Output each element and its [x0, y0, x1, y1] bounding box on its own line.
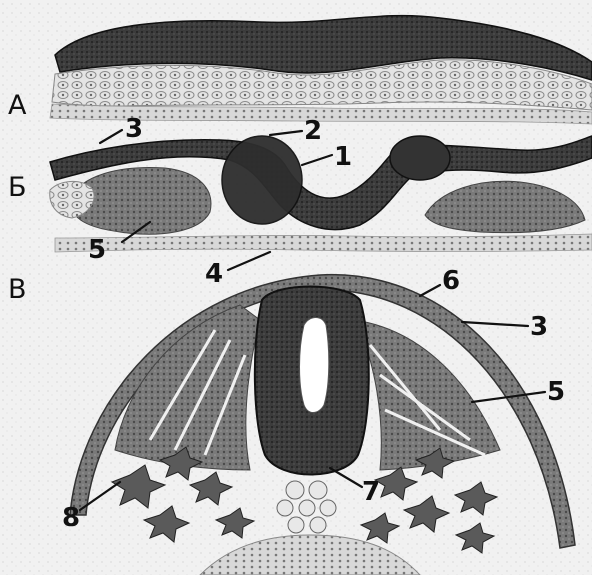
- label-v-3: 3: [530, 312, 548, 342]
- panel-letter-a: А: [8, 90, 27, 121]
- label-b-2: 2: [304, 116, 322, 146]
- label-v-8: 8: [62, 503, 80, 533]
- panel-letter-b: Б: [8, 172, 27, 203]
- stage-b-neural-fold-right: [390, 136, 450, 180]
- label-b-5: 5: [88, 235, 106, 265]
- label-v-5: 5: [547, 377, 565, 407]
- label-b-4: 4: [205, 259, 223, 289]
- label-b-1: 1: [334, 142, 352, 172]
- label-v-7: 7: [362, 477, 380, 507]
- panel-letter-v: В: [8, 274, 27, 305]
- stage-b-neural-plate: [222, 136, 302, 224]
- stage-v-neural-canal: [300, 318, 329, 413]
- label-v-6: 6: [442, 266, 460, 296]
- label-b-3: 3: [125, 114, 143, 144]
